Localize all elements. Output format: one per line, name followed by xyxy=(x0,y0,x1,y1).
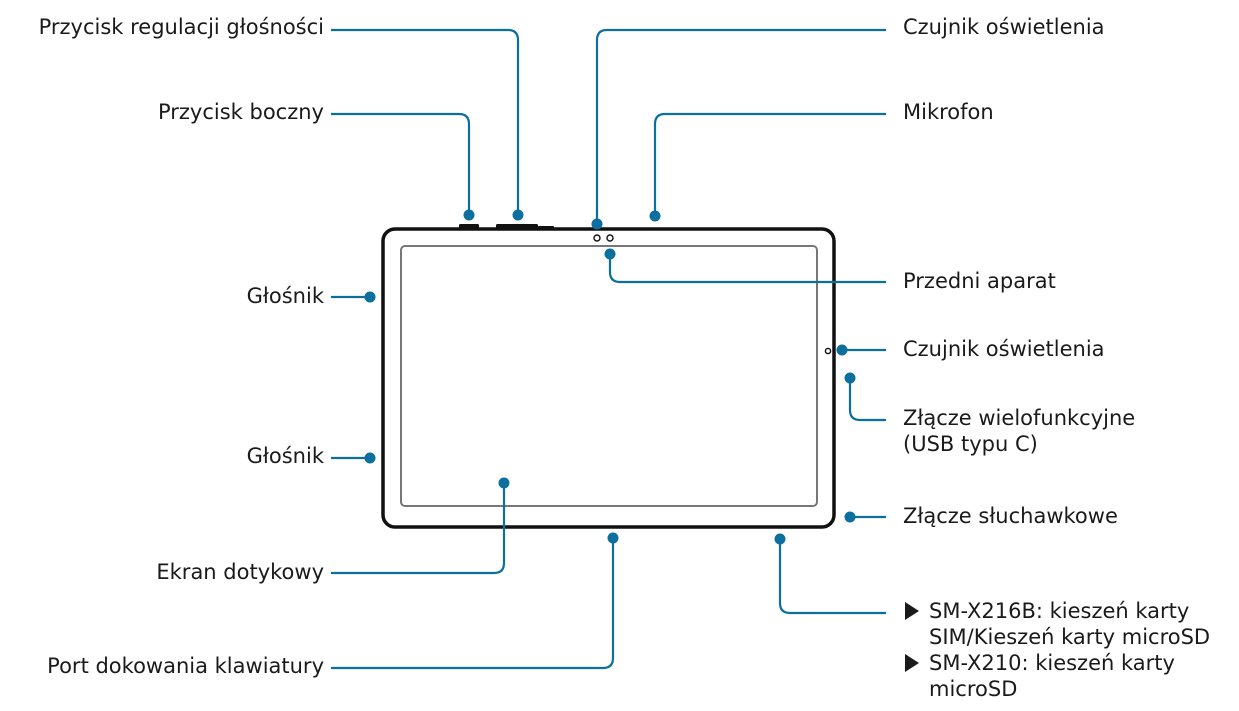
label-keyboard-dock: Port dokowania klawiatury xyxy=(47,654,324,678)
note-sm-x216b: SM-X216B: kieszeń karty SIM/Kieszeń kart… xyxy=(905,598,1210,650)
sim-tray-notes: SM-X216B: kieszeń karty SIM/Kieszeń kart… xyxy=(905,598,1210,702)
callout-line-light-sensor-top xyxy=(595,28,886,224)
marker-usb xyxy=(844,372,856,384)
light-sensor-top-hole xyxy=(593,234,601,242)
volume-button-end xyxy=(538,226,554,229)
label-speaker-bottom: Głośnik xyxy=(246,444,324,468)
note-text-sm-x216b: SM-X216B: kieszeń karty SIM/Kieszeń kart… xyxy=(929,599,1211,649)
callout-line-volume xyxy=(331,28,520,215)
label-microphone: Mikrofon xyxy=(903,100,994,124)
marker-keyboard-dock xyxy=(607,532,619,544)
front-camera-hole xyxy=(606,234,614,242)
marker-light-sensor-top xyxy=(591,218,603,230)
marker-front-camera xyxy=(604,248,616,260)
marker-speaker-bottom xyxy=(364,452,376,464)
marker-headset xyxy=(844,511,856,523)
marker-side-button xyxy=(463,209,475,221)
marker-light-sensor-side xyxy=(836,344,848,356)
label-touch-screen: Ekran dotykowy xyxy=(156,560,324,584)
marker-speaker-top xyxy=(364,291,376,303)
callout-line-usb xyxy=(848,378,886,422)
marker-touch-screen xyxy=(498,477,510,489)
marker-microphone xyxy=(649,210,661,222)
marker-sim-tray xyxy=(774,533,786,545)
callout-line-sim-tray xyxy=(778,539,886,615)
callout-line-microphone xyxy=(653,112,886,216)
label-usb-connector: Złącze wielofunkcyjne (USB typu C) xyxy=(903,406,1136,456)
side-button-shape xyxy=(459,224,479,229)
light-sensor-side-hole xyxy=(824,347,832,355)
marker-volume xyxy=(512,209,524,221)
label-light-sensor-top: Czujnik oświetlenia xyxy=(903,15,1105,39)
label-headset-jack: Złącze słuchawkowe xyxy=(903,504,1118,528)
callout-line-side-button xyxy=(331,112,471,215)
note-sm-x210: SM-X210: kieszeń karty microSD xyxy=(905,650,1210,702)
callout-line-front-camera xyxy=(608,254,886,284)
label-speaker-top: Głośnik xyxy=(246,284,324,308)
volume-button-shape xyxy=(496,224,538,229)
label-light-sensor-side: Czujnik oświetlenia xyxy=(903,337,1105,361)
triangle-bullet-icon xyxy=(905,602,919,620)
label-side-button: Przycisk boczny xyxy=(157,100,324,124)
triangle-bullet-icon xyxy=(905,654,919,672)
callout-line-keyboard-dock xyxy=(331,538,615,670)
note-text-sm-x210: SM-X210: kieszeń karty microSD xyxy=(929,651,1175,701)
touch-screen-area xyxy=(400,245,818,507)
callout-line-touch-screen xyxy=(331,483,506,575)
label-front-camera: Przedni aparat xyxy=(903,269,1056,293)
label-volume-button: Przycisk regulacji głośności xyxy=(38,15,324,39)
